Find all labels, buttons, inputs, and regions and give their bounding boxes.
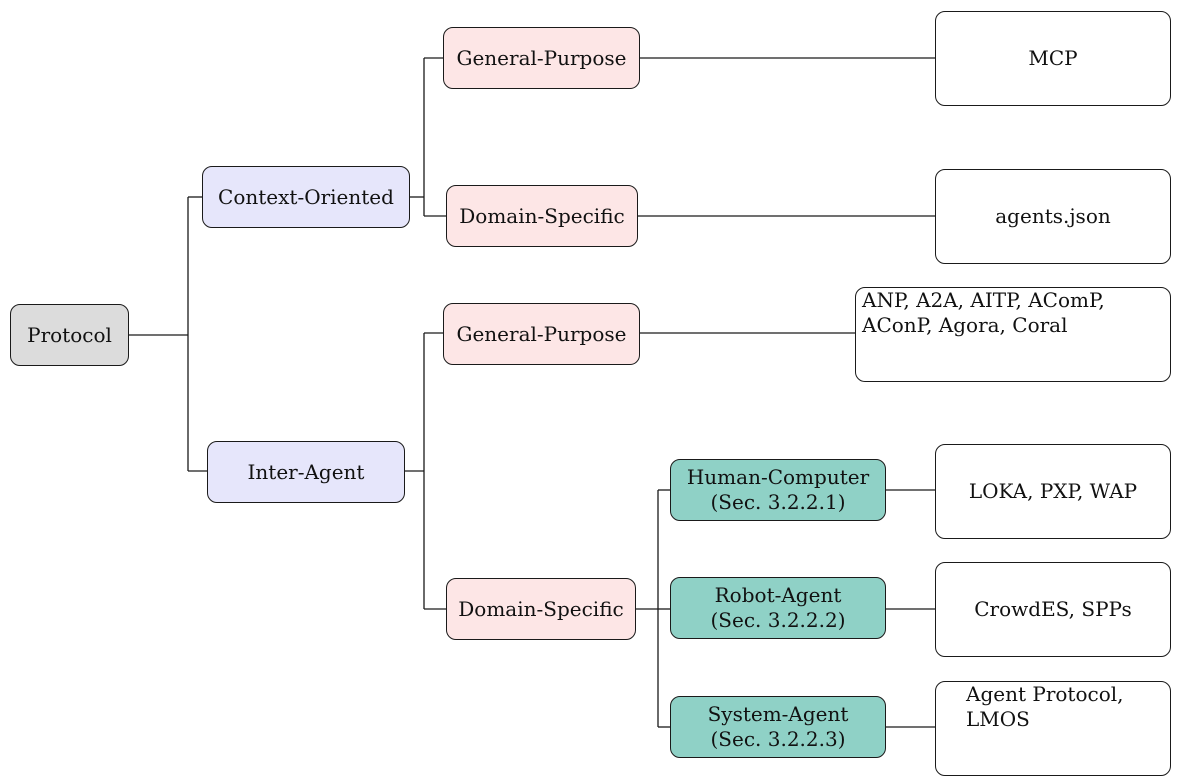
human-computer-node: Human-Computer (Sec. 3.2.2.1) (670, 459, 886, 521)
agents-json-leaf-node: agents.json (935, 169, 1171, 264)
robot-agent-label: Robot-Agent (714, 583, 842, 607)
context-oriented-label: Context-Oriented (218, 184, 394, 209)
context-general-purpose-label: General-Purpose (456, 45, 627, 70)
inter-general-purpose-label: General-Purpose (456, 321, 627, 346)
context-domain-specific-label: Domain-Specific (459, 203, 625, 228)
human-computer-label: Human-Computer (686, 465, 870, 489)
inter-domain-specific-node: Domain-Specific (446, 578, 636, 640)
robot-agent-leaf-node: CrowdES, SPPs (935, 562, 1171, 657)
inter-general-leaf-line1: ANP, A2A, AITP, AComP, (862, 288, 1105, 312)
mcp-leaf-node: MCP (935, 11, 1171, 106)
system-agent-node: System-Agent (Sec. 3.2.2.3) (670, 696, 886, 758)
robot-agent-leaf-label: CrowdES, SPPs (974, 597, 1132, 621)
context-oriented-node: Context-Oriented (202, 166, 410, 228)
protocol-node: Protocol (10, 304, 129, 366)
robot-agent-section: (Sec. 3.2.2.2) (710, 608, 846, 632)
human-computer-section: (Sec. 3.2.2.1) (710, 490, 846, 514)
inter-domain-specific-label: Domain-Specific (458, 596, 624, 621)
system-agent-leaf-node: Agent Protocol, LMOS (935, 681, 1171, 776)
mcp-leaf-label: MCP (1028, 46, 1078, 70)
human-computer-leaf-label: LOKA, PXP, WAP (968, 479, 1138, 503)
system-agent-label: System-Agent (707, 702, 849, 726)
system-agent-section: (Sec. 3.2.2.3) (710, 727, 846, 751)
inter-general-leaf-line2: AConP, Agora, Coral (862, 313, 1068, 337)
inter-agent-label: Inter-Agent (247, 459, 365, 484)
system-agent-leaf-line2: LMOS (966, 707, 1030, 731)
protocol-label: Protocol (27, 322, 112, 347)
human-computer-leaf-node: LOKA, PXP, WAP (935, 444, 1171, 539)
system-agent-leaf-line1: Agent Protocol, (966, 682, 1124, 706)
inter-general-purpose-node: General-Purpose (443, 303, 640, 365)
inter-agent-node: Inter-Agent (207, 441, 405, 503)
context-domain-specific-node: Domain-Specific (446, 185, 638, 247)
agents-json-leaf-label: agents.json (995, 204, 1111, 228)
robot-agent-node: Robot-Agent (Sec. 3.2.2.2) (670, 577, 886, 639)
inter-general-leaf-node: ANP, A2A, AITP, AComP, AConP, Agora, Cor… (855, 287, 1171, 382)
context-general-purpose-node: General-Purpose (443, 27, 640, 89)
